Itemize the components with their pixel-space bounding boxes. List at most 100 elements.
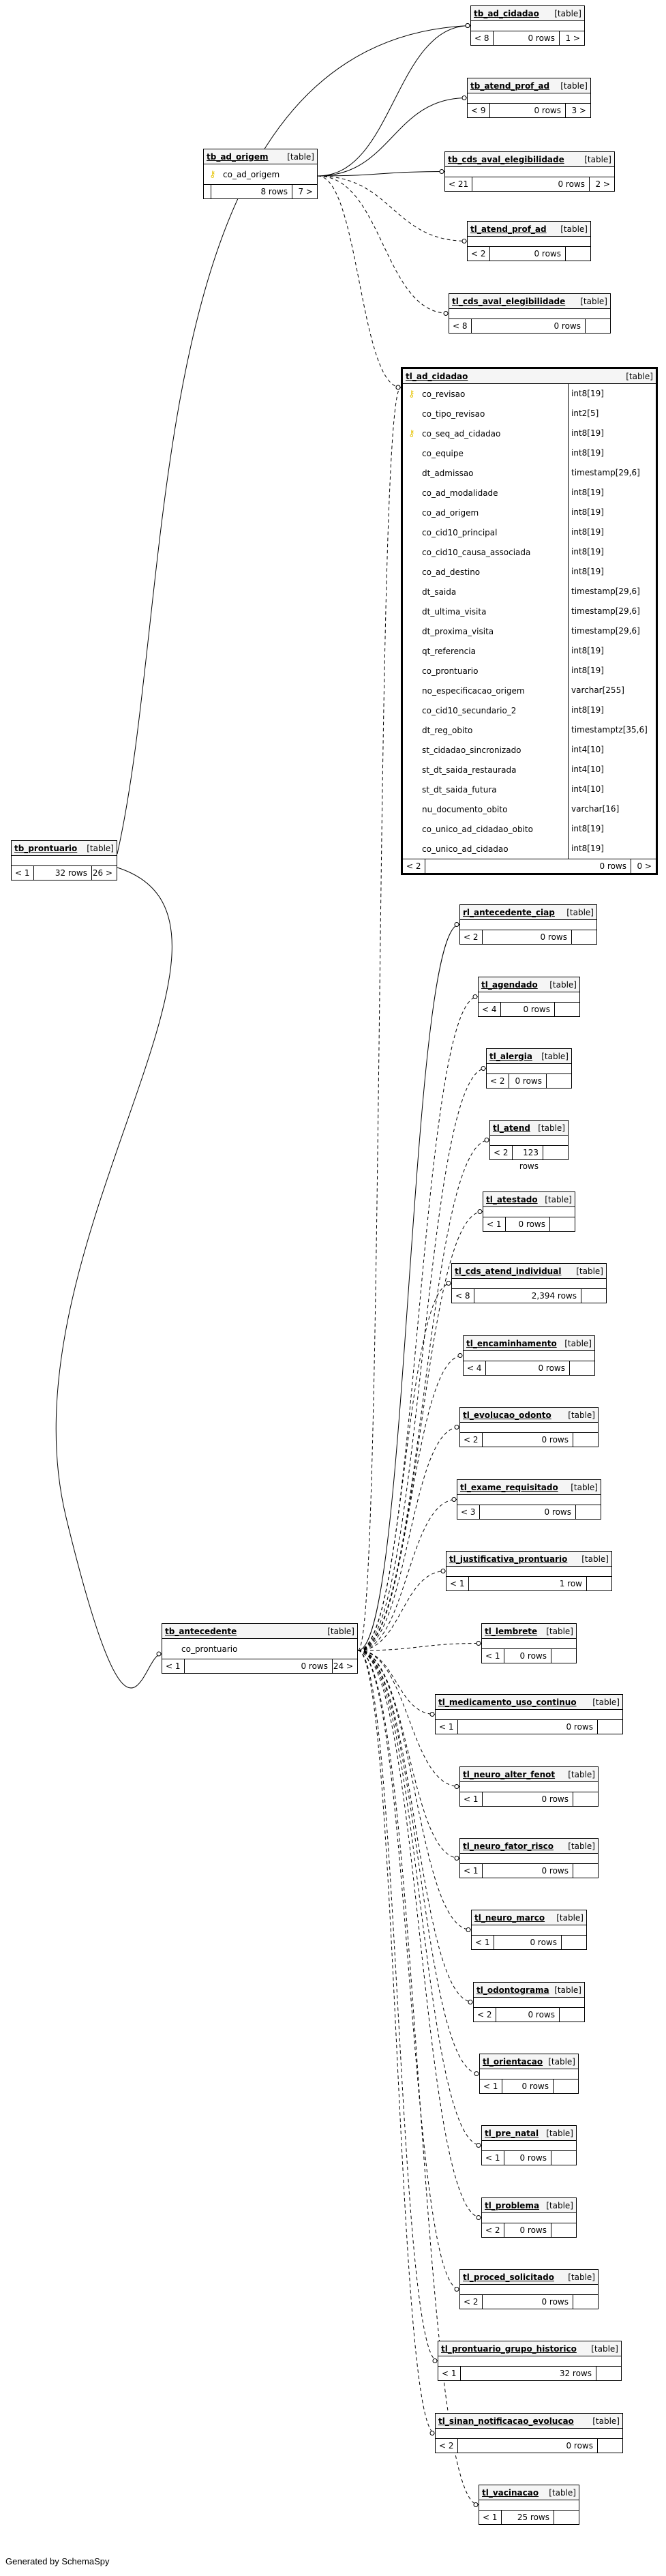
table-name[interactable]: tl_atend_prof_ad	[470, 224, 547, 234]
column-row[interactable]: co_prontuario	[162, 1639, 357, 1659]
table-name[interactable]: tl_neuro_marco	[474, 1912, 545, 1923]
children-count[interactable]: 2 >	[595, 179, 610, 189]
table-name[interactable]: tl_exame_requisitado	[460, 1482, 558, 1492]
parents-count[interactable]: < 8	[471, 31, 494, 45]
parents-count[interactable]: < 2	[487, 1074, 509, 1088]
parents-count[interactable]: < 4	[464, 1361, 486, 1375]
table-name[interactable]: tl_justificativa_prontuario	[449, 1554, 568, 1564]
column-row[interactable]: ⚷co_ad_origem	[204, 164, 317, 184]
children-count[interactable]: 0 >	[637, 861, 652, 871]
table-name[interactable]: tl_lembrete	[485, 1626, 538, 1636]
children-count[interactable]	[550, 1217, 575, 1231]
children-count[interactable]	[598, 1720, 622, 1734]
children-count[interactable]	[576, 1505, 601, 1519]
parents-count[interactable]: < 4	[479, 1003, 501, 1016]
children-count[interactable]	[551, 2223, 576, 2237]
table-name[interactable]: tb_antecedente	[165, 1626, 237, 1636]
parents-count[interactable]: < 1	[446, 1577, 469, 1590]
children-count[interactable]	[551, 1649, 576, 1663]
table-name[interactable]: tl_problema	[485, 2200, 540, 2210]
table-name[interactable]: tl_medicamento_uso_continuo	[438, 1697, 577, 1707]
children-count[interactable]: 26 >	[92, 868, 112, 878]
children-count[interactable]	[560, 2008, 584, 2022]
table-name[interactable]: tl_alergia	[489, 1051, 532, 1061]
children-count[interactable]	[596, 2367, 621, 2380]
table-name[interactable]: tl_atestado	[486, 1194, 538, 1204]
children-count[interactable]	[572, 930, 596, 944]
table-name[interactable]: tl_proced_solicitado	[463, 2272, 554, 2282]
table-name[interactable]: tl_atend	[493, 1123, 530, 1133]
table-name[interactable]: tl_encaminhamento	[466, 1338, 557, 1348]
children-count[interactable]	[587, 1577, 611, 1590]
table-name[interactable]: tb_prontuario	[14, 843, 78, 853]
table-name[interactable]: tb_ad_cidadao	[474, 8, 539, 18]
children-count[interactable]	[566, 247, 590, 261]
table-name[interactable]: tl_cds_aval_elegibilidade	[452, 296, 566, 306]
parents-count[interactable]: < 2	[403, 859, 425, 873]
parents-count[interactable]: < 2	[460, 1433, 483, 1447]
children-count[interactable]	[554, 2511, 579, 2524]
children-count[interactable]	[555, 1003, 579, 1016]
table-name[interactable]: tl_evolucao_odonto	[463, 1410, 551, 1420]
children-count[interactable]	[562, 1936, 586, 1949]
parents-count[interactable]: < 2	[460, 2295, 483, 2309]
children-count[interactable]: 24 >	[333, 1661, 353, 1671]
parents-count[interactable]: < 1	[162, 1659, 185, 1673]
parents-count[interactable]: < 1	[483, 1217, 506, 1231]
parents-count[interactable]: < 2	[468, 247, 490, 261]
children-count[interactable]	[554, 2079, 578, 2093]
parents-count[interactable]: < 1	[460, 1864, 483, 1878]
children-count[interactable]: 7 >	[298, 187, 313, 196]
children-count[interactable]	[570, 1361, 594, 1375]
table-name[interactable]: tl_agendado	[481, 979, 538, 990]
table-name[interactable]: tl_neuro_alter_fenot	[463, 1769, 556, 1779]
table-name[interactable]: tb_cds_aval_elegibilidade	[448, 154, 564, 164]
parents-count[interactable]: < 2	[490, 1146, 513, 1159]
table-name[interactable]: rl_antecedente_ciap	[463, 907, 555, 917]
table-name[interactable]: tl_pre_natal	[485, 2128, 539, 2138]
parents-count[interactable]: < 3	[457, 1505, 480, 1519]
table-name[interactable]: tl_neuro_fator_risco	[463, 1841, 554, 1851]
